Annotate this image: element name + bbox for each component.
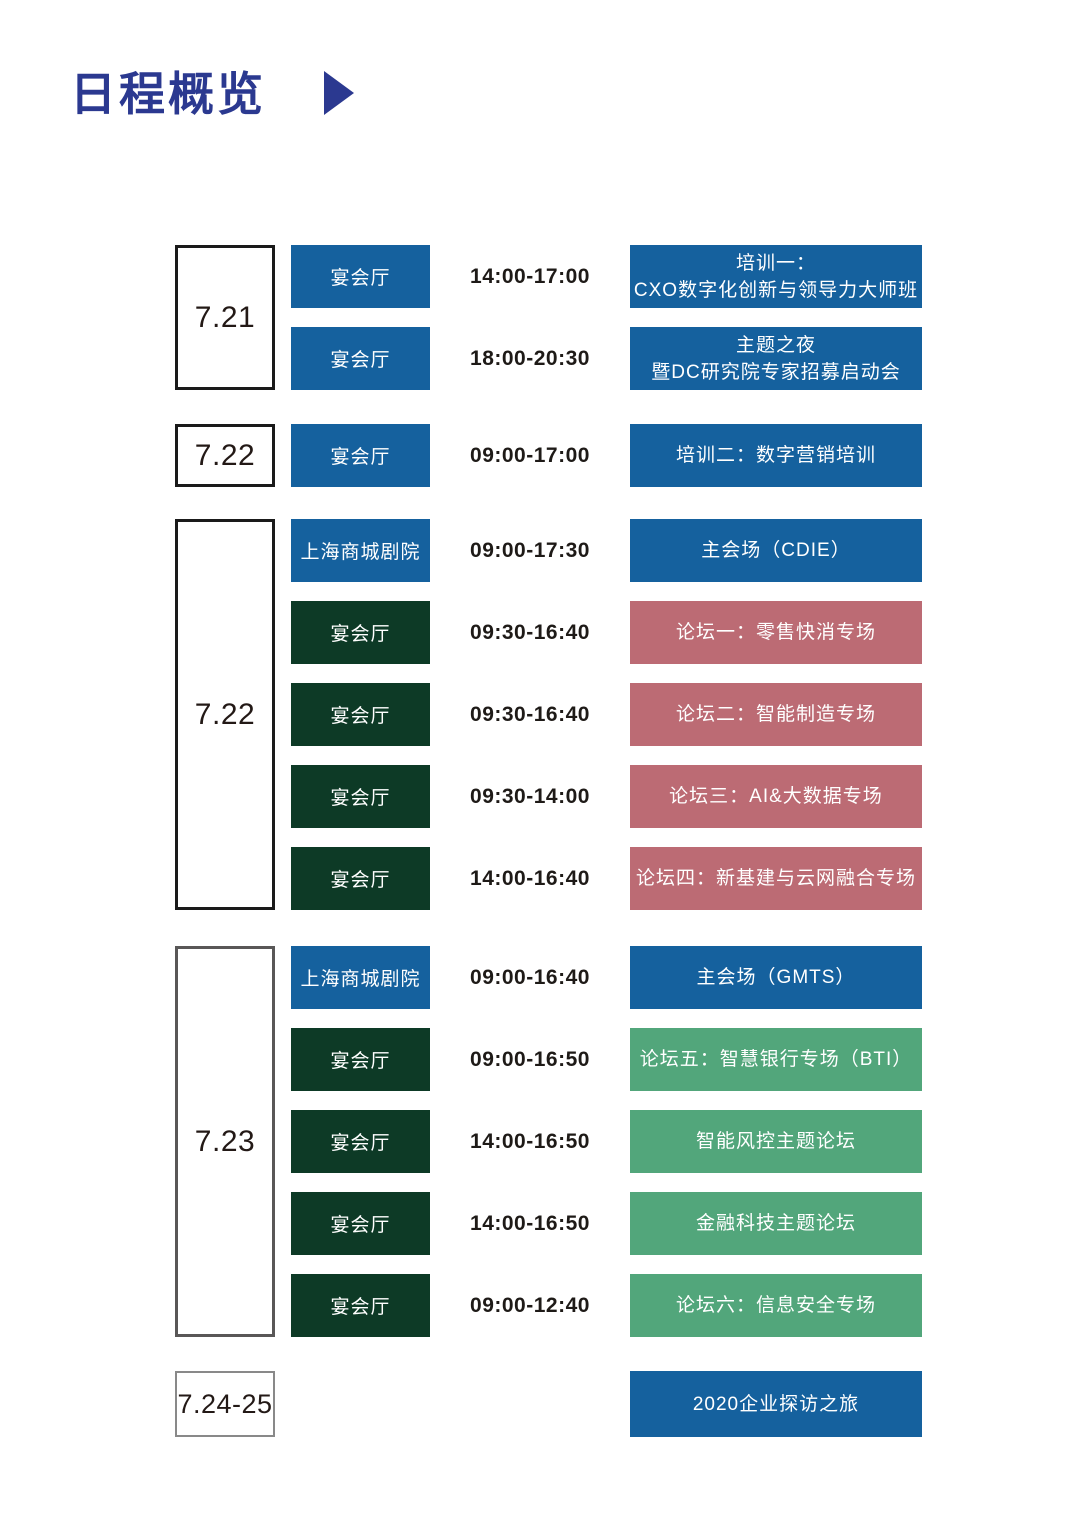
time-label: 09:00-17:30 (470, 538, 590, 562)
event-box: 论坛六：信息安全专场 (630, 1274, 922, 1337)
event-box: 主会场（GMTS） (630, 946, 922, 1009)
schedule-group-721: 7.21 宴会厅 14:00-17:00 培训一： CXO数字化创新与领导力大师… (175, 245, 1080, 390)
time-spacer (430, 1371, 630, 1437)
time-label: 09:30-14:00 (470, 784, 590, 808)
venue-box: 宴会厅 (291, 601, 430, 664)
play-triangle-icon (324, 71, 354, 115)
time-label: 18:00-20:30 (470, 346, 590, 370)
event-box: 培训二：数字营销培训 (630, 424, 922, 487)
schedule-row: 宴会厅 09:00-16:50 论坛五：智慧银行专场（BTI） (291, 1028, 922, 1091)
time-label: 09:30-16:40 (470, 702, 590, 726)
schedule-group-724-25: 7.24-25 2020企业探访之旅 (175, 1371, 1080, 1437)
event-box: 培训一： CXO数字化创新与领导力大师班 (630, 245, 922, 308)
group-rows: 上海商城剧院 09:00-16:40 主会场（GMTS） 宴会厅 09:00-1… (291, 946, 922, 1337)
event-box: 金融科技主题论坛 (630, 1192, 922, 1255)
time-label: 09:00-16:50 (470, 1047, 590, 1071)
schedule-row: 宴会厅 09:30-16:40 论坛二：智能制造专场 (291, 683, 922, 746)
time-label: 14:00-16:50 (470, 1211, 590, 1235)
time-label: 14:00-17:00 (470, 264, 590, 288)
group-rows: 宴会厅 14:00-17:00 培训一： CXO数字化创新与领导力大师班 宴会厅… (291, 245, 922, 390)
schedule-row: 宴会厅 14:00-17:00 培训一： CXO数字化创新与领导力大师班 (291, 245, 922, 308)
date-box: 7.24-25 (175, 1371, 275, 1437)
date-label: 7.21 (194, 300, 256, 334)
event-box: 论坛四：新基建与云网融合专场 (630, 847, 922, 910)
date-box: 7.22 (175, 519, 275, 910)
schedule-row: 宴会厅 09:00-12:40 论坛六：信息安全专场 (291, 1274, 922, 1337)
group-rows: 2020企业探访之旅 (291, 1371, 922, 1437)
date-box: 7.21 (175, 245, 275, 390)
schedule-row: 宴会厅 09:00-17:00 培训二：数字营销培训 (291, 424, 922, 487)
event-box: 论坛一：零售快消专场 (630, 601, 922, 664)
event-box: 论坛二：智能制造专场 (630, 683, 922, 746)
schedule-group-722-forums: 7.22 上海商城剧院 09:00-17:30 主会场（CDIE） 宴会厅 09… (175, 519, 1080, 910)
event-box: 2020企业探访之旅 (630, 1371, 922, 1437)
group-rows: 上海商城剧院 09:00-17:30 主会场（CDIE） 宴会厅 09:30-1… (291, 519, 922, 910)
time-label: 09:00-12:40 (470, 1293, 590, 1317)
schedule-group-723: 7.23 上海商城剧院 09:00-16:40 主会场（GMTS） 宴会厅 09… (175, 946, 1080, 1337)
time-label: 14:00-16:40 (470, 866, 590, 890)
date-box: 7.22 (175, 424, 275, 487)
schedule-row: 上海商城剧院 09:00-16:40 主会场（GMTS） (291, 946, 922, 1009)
date-label: 7.22 (194, 697, 256, 731)
event-box: 论坛五：智慧银行专场（BTI） (630, 1028, 922, 1091)
event-box: 智能风控主题论坛 (630, 1110, 922, 1173)
time-label: 09:00-17:00 (470, 443, 590, 467)
group-rows: 宴会厅 09:00-17:00 培训二：数字营销培训 (291, 424, 922, 487)
schedule-overview: 7.21 宴会厅 14:00-17:00 培训一： CXO数字化创新与领导力大师… (0, 245, 1080, 1437)
venue-box: 宴会厅 (291, 1192, 430, 1255)
schedule-row: 宴会厅 09:30-14:00 论坛三：AI&大数据专场 (291, 765, 922, 828)
venue-box: 宴会厅 (291, 424, 430, 487)
venue-spacer (291, 1371, 430, 1437)
date-label: 7.24-25 (177, 1388, 273, 1419)
venue-box: 宴会厅 (291, 1110, 430, 1173)
schedule-row: 上海商城剧院 09:00-17:30 主会场（CDIE） (291, 519, 922, 582)
time-label: 09:00-16:40 (470, 965, 590, 989)
venue-box: 上海商城剧院 (291, 946, 430, 1009)
event-box: 论坛三：AI&大数据专场 (630, 765, 922, 828)
venue-box: 宴会厅 (291, 765, 430, 828)
event-box: 主会场（CDIE） (630, 519, 922, 582)
event-box: 主题之夜 暨DC研究院专家招募启动会 (630, 327, 922, 390)
schedule-row: 宴会厅 09:30-16:40 论坛一：零售快消专场 (291, 601, 922, 664)
time-label: 14:00-16:50 (470, 1129, 590, 1153)
page-header: 日程概览 (0, 0, 1080, 120)
venue-box: 宴会厅 (291, 1028, 430, 1091)
date-box: 7.23 (175, 946, 275, 1337)
venue-box: 上海商城剧院 (291, 519, 430, 582)
schedule-group-722-training: 7.22 宴会厅 09:00-17:00 培训二：数字营销培训 (175, 424, 1080, 487)
schedule-row: 宴会厅 14:00-16:50 金融科技主题论坛 (291, 1192, 922, 1255)
date-label: 7.22 (194, 438, 256, 472)
schedule-row: 宴会厅 14:00-16:50 智能风控主题论坛 (291, 1110, 922, 1173)
venue-box: 宴会厅 (291, 245, 430, 308)
schedule-row: 2020企业探访之旅 (291, 1371, 922, 1437)
page-title: 日程概览 (70, 68, 266, 120)
schedule-row: 宴会厅 18:00-20:30 主题之夜 暨DC研究院专家招募启动会 (291, 327, 922, 390)
time-label: 09:30-16:40 (470, 620, 590, 644)
venue-box: 宴会厅 (291, 847, 430, 910)
venue-box: 宴会厅 (291, 1274, 430, 1337)
schedule-row: 宴会厅 14:00-16:40 论坛四：新基建与云网融合专场 (291, 847, 922, 910)
venue-box: 宴会厅 (291, 327, 430, 390)
date-label: 7.23 (194, 1124, 256, 1158)
venue-box: 宴会厅 (291, 683, 430, 746)
